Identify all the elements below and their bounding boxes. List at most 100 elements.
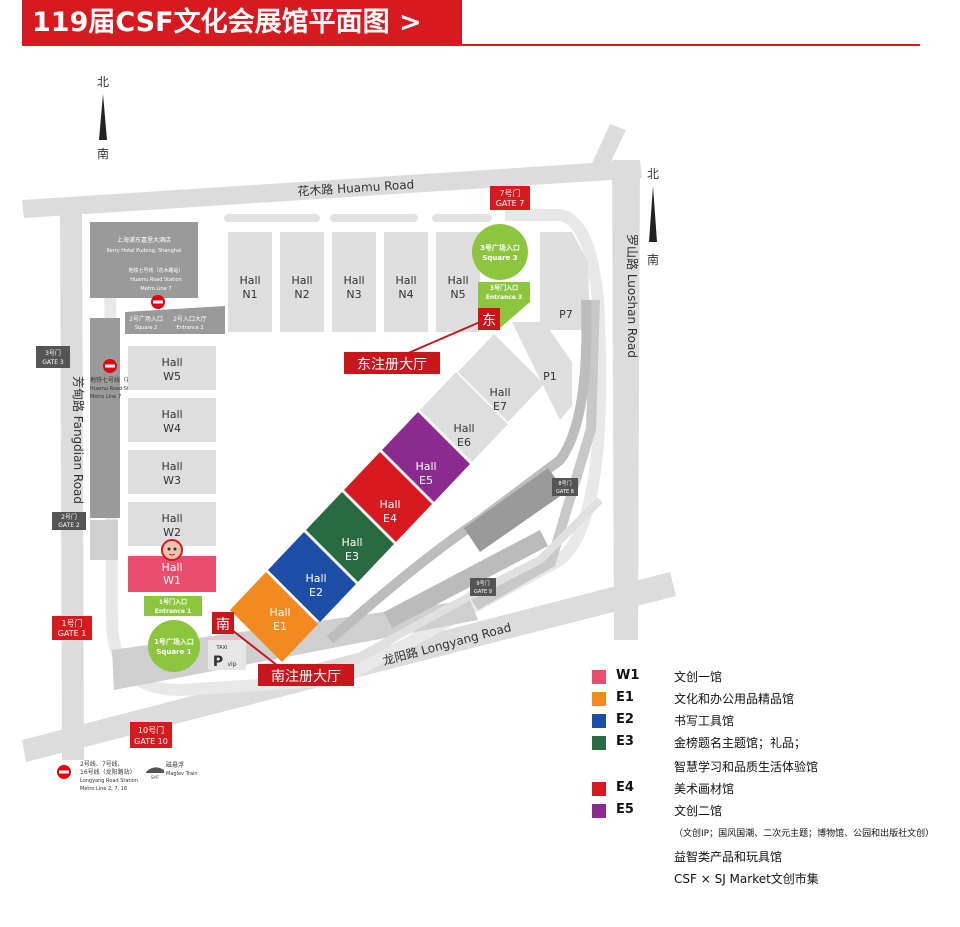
gate8-badge xyxy=(552,478,578,496)
hall-e5 xyxy=(382,412,470,502)
square2-cn: 2号广场入口 xyxy=(129,315,163,323)
metro-bottom-en1: Longyang Road Station xyxy=(80,778,138,784)
hotel-metro-cn: 地铁七号线（花木路站） xyxy=(128,267,183,274)
hall-e6 xyxy=(420,372,508,462)
maglev-icon-label: SMT xyxy=(151,775,160,780)
east-reg-mark xyxy=(478,308,500,330)
hall-w4-word: Hall xyxy=(161,408,182,421)
hotel-name-cn: 上海浦东嘉里大酒店 xyxy=(117,236,171,244)
hall-n1-id: N1 xyxy=(242,288,257,301)
parking-p1 xyxy=(512,322,572,420)
hotel-metro-en2: Metro Line 7 xyxy=(140,286,171,292)
compass-right-south: 南 xyxy=(647,252,659,267)
maglev-en: Maglev Train xyxy=(166,771,198,777)
legend-code: E1 xyxy=(616,690,634,705)
hall-n4 xyxy=(384,232,428,332)
hall-e4-word: Hall xyxy=(379,498,400,511)
gate10-cn: 10号门 xyxy=(138,725,164,735)
metro-bottom-cn1: 2号线、7号线、 xyxy=(80,760,124,768)
east-reg-mark-text: 东 xyxy=(482,313,496,329)
entrance1-cn: 1号门入口 xyxy=(159,598,187,606)
south-reg-mark-text: 南 xyxy=(216,617,230,633)
hall-w1-id: W1 xyxy=(163,574,181,587)
gate2-en: GATE 2 xyxy=(58,522,80,529)
legend-swatch xyxy=(592,736,606,750)
strip-1 xyxy=(224,214,320,222)
hall-e2-id: E2 xyxy=(309,586,323,599)
hall-e7-word: Hall xyxy=(489,386,510,399)
compass-left-north: 北 xyxy=(97,75,109,89)
legend-swatch xyxy=(592,782,606,796)
metro-west-cn: 地铁七号线（花木路站） xyxy=(90,376,156,384)
legend-e3-line2: 智慧学习和品质生活体验馆 xyxy=(674,760,819,774)
legend-code: E2 xyxy=(616,712,634,727)
hall-w5 xyxy=(128,346,216,390)
hall-e7 xyxy=(458,334,544,422)
gate8-en: GATE 8 xyxy=(556,489,574,495)
entrance1-en: Entrance 1 xyxy=(155,608,191,615)
legend-name: 文化和办公用品精品馆 xyxy=(674,692,795,706)
gate7-en: GATE 7 xyxy=(496,199,525,208)
legend-e5-line4: CSF × SJ Market文创市集 xyxy=(674,872,819,886)
hall-e6-word: Hall xyxy=(453,422,474,435)
legend-name: 金榜题名主题馆；礼品； xyxy=(674,736,807,750)
east-reg-label: 东注册大厅 xyxy=(357,357,427,373)
hall-e5-word: Hall xyxy=(415,460,436,473)
page-title: 119届CSF文化会展馆平面图 > xyxy=(22,0,462,46)
road-huamu xyxy=(22,160,642,218)
south-reg-label: 南注册大厅 xyxy=(271,669,341,685)
entrance3-en: Entrance 3 xyxy=(486,294,522,301)
hall-w5-id: W5 xyxy=(163,370,181,383)
parking-p7 xyxy=(540,232,590,330)
entrance3-box xyxy=(478,282,530,302)
hall-n2-id: N2 xyxy=(294,288,309,301)
hotel-name-en: Kerry Hotel Pudong, Shanghai xyxy=(107,248,182,254)
square1-en: Square 1 xyxy=(156,648,191,656)
hall-n5-word: Hall xyxy=(447,274,468,287)
kerry-hotel-block xyxy=(90,222,198,298)
north-strips xyxy=(224,214,492,222)
gate3-en: GATE 3 xyxy=(42,359,64,366)
hall-e6-id: E6 xyxy=(457,436,471,449)
west-halls xyxy=(128,346,216,546)
gate1-cn: 1号门 xyxy=(61,618,82,628)
legend-code: E4 xyxy=(616,780,634,795)
gate9-badge xyxy=(470,578,496,596)
east-reg-pointer xyxy=(405,321,481,355)
north-halls xyxy=(228,232,480,332)
hall-e5-id: E5 xyxy=(419,474,433,487)
west-lower-strip xyxy=(90,520,118,560)
hall-w3 xyxy=(128,450,216,494)
p7-label: P7 xyxy=(559,308,573,321)
maglev-icon xyxy=(146,767,164,773)
metro-west-en1: Huamu Road Station xyxy=(90,386,142,392)
compass-left-arrow xyxy=(99,94,107,140)
east-light-band xyxy=(384,530,548,628)
east-dark-band xyxy=(464,468,566,552)
gate9-en: GATE 9 xyxy=(474,589,492,595)
hall-w1 xyxy=(128,556,216,592)
entrance1-box xyxy=(144,596,202,616)
hall-e3 xyxy=(306,492,394,582)
hall-w3-word: Hall xyxy=(161,460,182,473)
south-reg-label-box xyxy=(258,664,354,686)
square1-cn: 1号广场入口 xyxy=(154,637,194,646)
hall-e4 xyxy=(344,452,432,542)
legend-swatch xyxy=(592,692,606,706)
gate10-badge xyxy=(130,722,172,748)
compass-left-south: 南 xyxy=(97,146,109,161)
metro-icon-longyang xyxy=(57,765,71,779)
hall-e1-id: E1 xyxy=(273,620,287,633)
entrance2-cn: 2号入口大厅 xyxy=(173,315,207,323)
parking-p-box xyxy=(208,640,246,670)
legend-swatch xyxy=(592,804,606,818)
south-reg-pointer xyxy=(231,629,279,667)
gate2-badge xyxy=(52,512,86,530)
north-hall-labels: Hall N1 Hall N2 Hall N3 Hall N4 Hall N5 xyxy=(239,274,468,301)
road-label-fangdian: 芳甸路 Fangdian Road xyxy=(71,376,86,504)
gate10-en: GATE 10 xyxy=(134,737,168,746)
square2-block xyxy=(125,306,225,334)
gate7-cn: 7号门 xyxy=(499,188,520,198)
gate1-en: GATE 1 xyxy=(58,629,87,638)
metro-bottom-cn2: 16号线（龙阳路站） xyxy=(80,768,136,776)
